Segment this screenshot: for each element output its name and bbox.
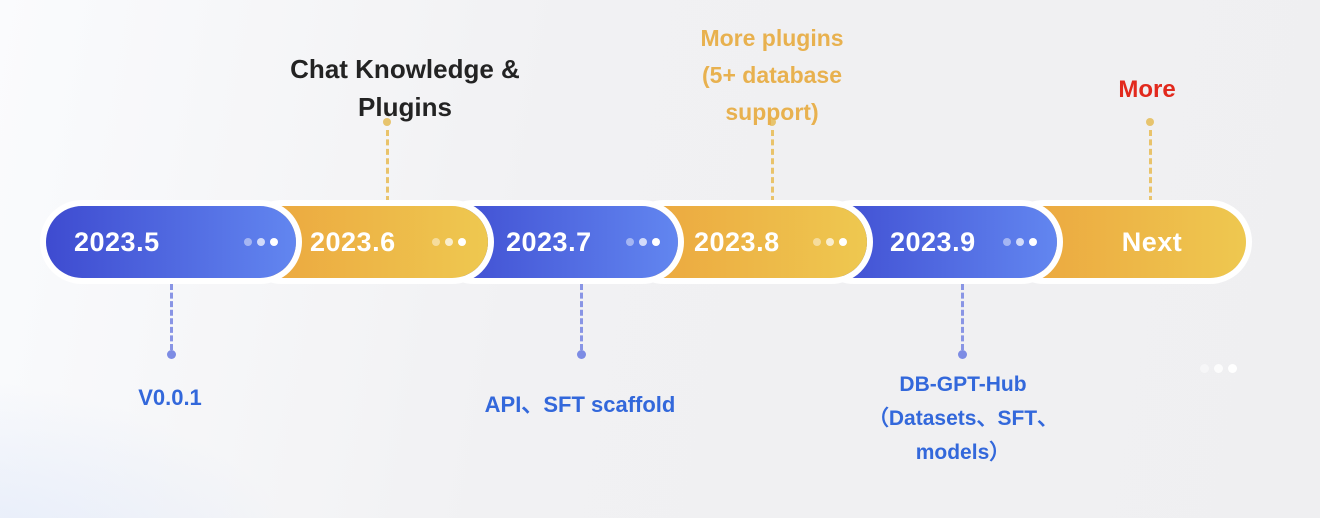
milestone-label-more-plugins: More plugins (5+ database support): [647, 20, 897, 131]
segment-label: 2023.7: [506, 226, 592, 257]
milestone-text-line: More plugins: [700, 25, 844, 51]
connector-dot-icon: [1146, 118, 1154, 126]
segment-label: 2023.8: [694, 226, 780, 257]
dashed-line: [170, 284, 173, 350]
ellipsis-dots-icon: [813, 238, 847, 246]
milestone-text-line: support): [725, 99, 819, 125]
milestone-text-line: More: [1118, 76, 1176, 103]
milestone-text-line: Chat Knowledge &: [290, 54, 520, 84]
milestone-text-line: V0.0.1: [138, 385, 202, 410]
milestone-text-line: （Datasets、SFT、: [867, 407, 1059, 430]
timeline-segment-2023-5: 2023.5: [46, 206, 296, 278]
milestone-label-v001: V0.0.1: [95, 385, 245, 411]
dashed-line: [386, 130, 389, 202]
milestone-text-line: Plugins: [358, 92, 452, 122]
segment-label: 2023.9: [890, 226, 976, 257]
dashed-line: [961, 284, 964, 350]
connector-dot-icon: [958, 350, 967, 359]
connector-dot-icon: [768, 118, 776, 126]
milestone-text-line: (5+ database: [702, 62, 842, 88]
connector-dot-icon: [383, 118, 391, 126]
ellipsis-dots-icon: [626, 238, 660, 246]
milestone-text-line: DB-GPT-Hub: [899, 373, 1027, 396]
ellipsis-dots-icon: [244, 238, 278, 246]
milestone-text-line: API、SFT scaffold: [484, 392, 676, 417]
connector-dot-icon: [167, 350, 176, 359]
milestone-label-more: More: [1072, 76, 1222, 104]
ellipsis-dots-icon: [432, 238, 466, 246]
dashed-line: [771, 130, 774, 202]
segment-label: 2023.6: [310, 226, 396, 257]
segment-label: Next: [1121, 226, 1183, 257]
milestone-label-dbgpt-hub: DB-GPT-Hub （Datasets、SFT、 models）: [838, 368, 1088, 470]
milestone-text-line: models）: [915, 441, 1011, 464]
ellipsis-dots-icon: [1003, 238, 1037, 246]
milestone-label-api-sft: API、SFT scaffold: [455, 387, 705, 419]
segment-label: 2023.5: [74, 226, 160, 257]
dashed-line: [580, 284, 583, 350]
faint-ellipsis-dots-icon: [1200, 364, 1237, 373]
dashed-line: [1149, 130, 1152, 202]
connector-dot-icon: [577, 350, 586, 359]
milestone-label-chat-knowledge: Chat Knowledge & Plugins: [255, 50, 555, 126]
